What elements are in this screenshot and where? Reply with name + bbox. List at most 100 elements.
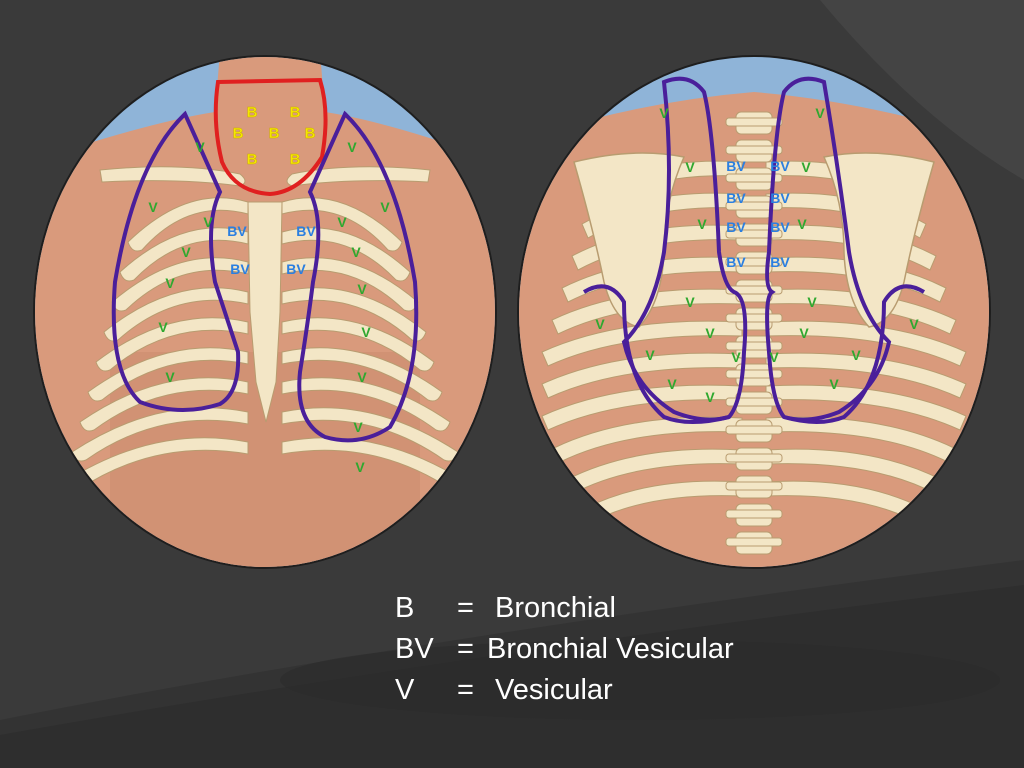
back-right-base-outline [783,284,926,424]
vesicular-marker: V [203,214,213,230]
back-rib-cage [541,160,967,527]
vertebra-process [725,453,783,463]
vesicular-marker: V [909,316,919,332]
rib [103,287,249,342]
vertebra-process [725,425,783,435]
rib [765,320,967,367]
legend-equals: = [457,633,474,665]
rib [119,227,249,282]
rib [765,224,937,271]
vesicular-marker: V [697,216,707,232]
vesicular-marker: V [807,294,817,310]
vesicular-marker: V [769,349,779,365]
vesicular-marker: V [595,316,605,332]
bronchial-marker: B [269,125,280,142]
vesicular-marker: V [195,139,205,155]
vesicular-marker: V [357,281,367,297]
vesicular-marker: V [158,319,168,335]
vesicular-marker: V [355,459,365,475]
rib [561,256,743,303]
sternum [247,201,283,423]
vertebra-process [725,509,783,519]
bronchial-marker: B [247,104,258,121]
vesicular-marker: V [361,324,371,340]
rib [281,197,403,252]
rib [765,384,967,431]
legend-term: Bronchial [495,592,616,624]
vertebra-process [725,201,783,211]
legend-equals: = [457,674,474,706]
vesicular-marker: V [731,349,741,365]
rib [281,317,435,372]
bronchovesicular-marker: BV [726,254,746,270]
rib [79,377,249,432]
vesicular-marker: V [347,139,357,155]
vesicular-marker: V [667,376,677,392]
vesicular-marker: V [380,199,390,215]
front-rib-cage [63,197,467,492]
rib [765,288,957,335]
rib [87,347,249,402]
back-left-base-outline [582,284,730,424]
bronchial-marker: B [290,151,301,168]
bronchial-marker: B [290,104,301,121]
vesicular-marker: V [148,199,158,215]
front-left-lung-outline [111,110,241,412]
rib [95,317,249,372]
vesicular-marker: V [799,325,809,341]
bronchovesicular-marker: BV [726,190,746,206]
back-right-region-outline [765,76,892,422]
vesicular-marker: V [705,325,715,341]
bronchial-region-outline [213,77,328,197]
rib [281,257,419,312]
vesicular-marker: V [815,105,825,121]
rib [765,352,967,399]
vertebra-process [725,145,783,155]
bronchovesicular-marker: BV [770,158,790,174]
right-clavicle [286,166,431,187]
vesicular-marker: V [165,275,175,291]
vesicular-marker: V [685,294,695,310]
rib [551,288,743,335]
vertebra-process [725,481,783,491]
vesicular-marker: V [685,159,695,175]
bronchovesicular-marker: BV [770,190,790,206]
vesicular-marker: V [351,244,361,260]
rib [281,227,411,282]
bronchovesicular-marker: BV [296,223,316,239]
back-left-region-outline [621,76,748,422]
vesicular-marker: V [801,159,811,175]
rib [765,256,947,303]
bronchial-marker: B [305,125,316,142]
rib [765,192,927,239]
vesicular-marker: V [357,369,367,385]
bronchovesicular-marker: BV [770,219,790,235]
vesicular-marker: V [353,419,363,435]
front-right-lung-outline [297,110,419,443]
rib [281,287,427,342]
vertebra-process [725,369,783,379]
bronchovesicular-marker: BV [227,223,247,239]
legend-equals: = [457,592,474,624]
rib [111,257,249,312]
vertebra-process [725,537,783,547]
vesicular-marker: V [337,214,347,230]
rib [541,320,743,367]
vertebra-process [725,313,783,323]
bronchovesicular-marker: BV [230,261,250,277]
rib [281,407,459,462]
legend-term: Vesicular [495,674,613,706]
vesicular-marker: V [705,389,715,405]
legend-key: V [395,674,415,706]
rib [541,384,743,431]
right-scapula [822,152,935,328]
bronchovesicular-marker: BV [286,261,306,277]
vertebra-process [725,397,783,407]
legend-key: B [395,592,415,624]
rib [571,224,743,271]
bronchial-marker: B [247,151,258,168]
vertebra-process [725,117,783,127]
bronchovesicular-marker: BV [770,254,790,270]
vertebra-process [725,173,783,183]
